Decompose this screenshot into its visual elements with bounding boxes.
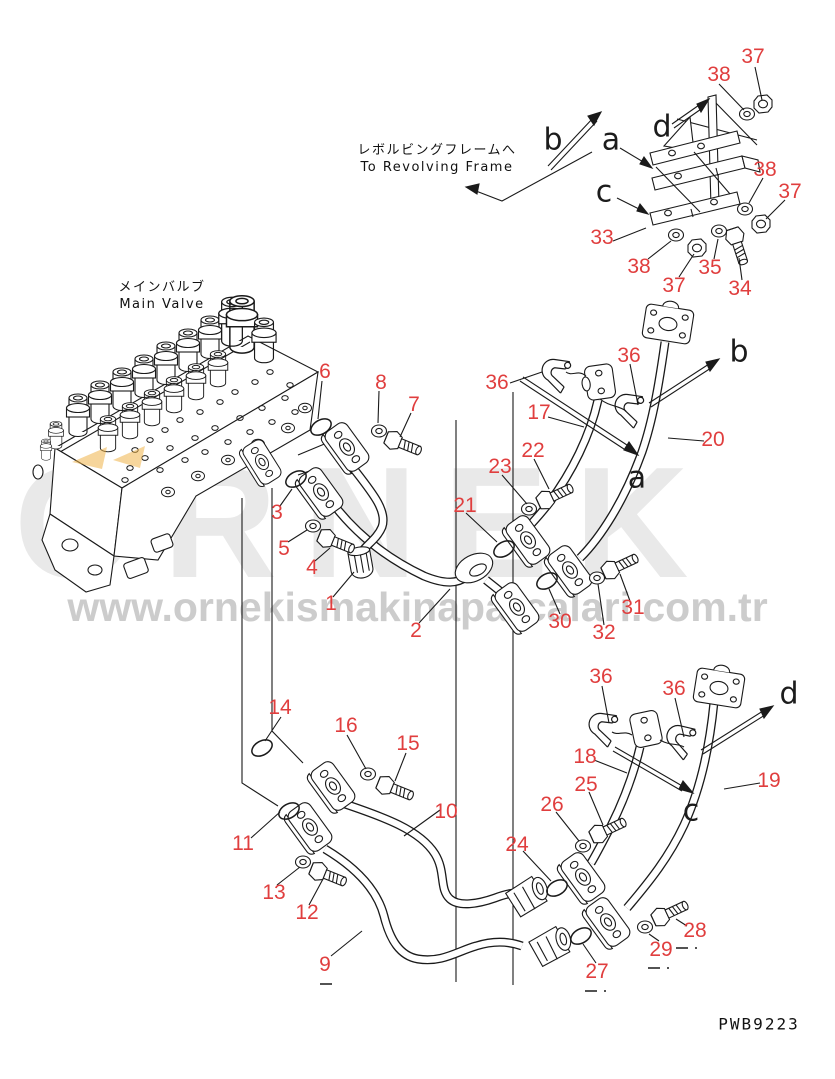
callout-31-25: 31 <box>621 596 645 619</box>
callout-23-14: 23 <box>488 455 512 478</box>
main-valve-jp: メインバルブ <box>118 280 206 295</box>
callout-5-20: 5 <box>278 537 290 560</box>
callout-6-16: 6 <box>319 360 331 383</box>
to-revolving-frame-jp: レボルビングフレームへ <box>357 143 517 158</box>
callout-27-44: 27 <box>585 960 609 983</box>
watermark-url-text: www.ornekismakinaparcalari.com.tr <box>67 584 768 630</box>
callout-3-19: 3 <box>271 501 283 524</box>
callout-32-26: 32 <box>592 621 616 644</box>
view-letter-b-4: b <box>729 334 749 370</box>
callout-15-29: 15 <box>396 732 420 755</box>
bracket-leaders <box>612 66 786 281</box>
callout-17-11: 17 <box>527 401 551 424</box>
callout-38-1: 38 <box>707 63 731 86</box>
watermark-yellow-arrows <box>72 446 145 469</box>
pipe-1 <box>346 461 388 581</box>
callout-33-4: 33 <box>590 226 614 249</box>
callout-8-17: 8 <box>375 371 387 394</box>
callout-7-18: 7 <box>408 393 420 416</box>
callout-36-10: 36 <box>617 344 641 367</box>
bracket-assembly <box>649 94 761 226</box>
to-revolving-frame-label: レボルビングフレームへ To Revolving Frame <box>357 142 516 176</box>
view-letter-c-2: c <box>595 174 613 210</box>
view-arrows-low <box>612 705 775 795</box>
callout-14-27: 14 <box>268 696 292 719</box>
main-valve <box>32 294 335 593</box>
main-valve-en: Main Valve <box>119 297 205 312</box>
view-letter-a-5: a <box>627 460 647 496</box>
callout-36-9: 36 <box>485 371 509 394</box>
view-arrows-mid <box>519 358 721 457</box>
pipe-20 <box>576 341 670 562</box>
callout-25-38: 25 <box>574 773 598 796</box>
callout-38-5: 38 <box>627 255 651 278</box>
drawing-code: PWB9223 <box>718 1014 800 1034</box>
main-valve-label: メインバルブ Main Valve <box>118 279 205 313</box>
callout-35-7: 35 <box>698 256 722 279</box>
view-letter-b-0: b <box>543 122 563 158</box>
callout-leaders <box>250 363 761 964</box>
view-letter-c-7: c <box>682 793 700 829</box>
callout-24-40: 24 <box>505 833 529 856</box>
callout-21-15: 21 <box>453 494 477 517</box>
callout-37-6: 37 <box>662 274 686 297</box>
dash-marks <box>320 947 697 992</box>
callout-34-8: 34 <box>728 277 752 300</box>
pipe-10 <box>340 798 554 920</box>
callout-9-34: 9 <box>319 953 331 976</box>
callout-38-2: 38 <box>753 158 777 181</box>
callout-36-35: 36 <box>589 665 613 688</box>
callout-4-21: 4 <box>306 556 318 579</box>
callout-13-32: 13 <box>262 881 286 904</box>
to-revolving-frame-en: To Revolving Frame <box>360 160 514 175</box>
callout-10-30: 10 <box>434 800 458 823</box>
callout-11-31: 11 <box>232 832 254 855</box>
view-letter-d-6: d <box>779 676 799 712</box>
callout-29-43: 29 <box>649 938 673 961</box>
view-arrows-top <box>464 97 711 215</box>
view-letter-d-3: d <box>652 109 672 145</box>
callout-26-39: 26 <box>540 793 564 816</box>
view-letter-a-1: a <box>601 122 621 158</box>
pipe-9 <box>322 845 577 969</box>
callout-37-0: 37 <box>741 45 765 68</box>
callout-18-37: 18 <box>573 745 597 768</box>
callout-1-22: 1 <box>325 592 337 615</box>
callout-36-36: 36 <box>662 677 686 700</box>
callout-2-23: 2 <box>410 619 422 642</box>
callout-37-3: 37 <box>778 180 802 203</box>
pipe-19 <box>623 701 719 911</box>
callout-30-24: 30 <box>548 610 572 633</box>
callout-16-28: 16 <box>334 714 358 737</box>
callout-20-12: 20 <box>701 428 725 451</box>
callout-19-41: 19 <box>757 769 781 792</box>
callout-28-42: 28 <box>683 919 707 942</box>
callout-12-33: 12 <box>295 901 319 924</box>
callout-22-13: 22 <box>521 439 545 462</box>
